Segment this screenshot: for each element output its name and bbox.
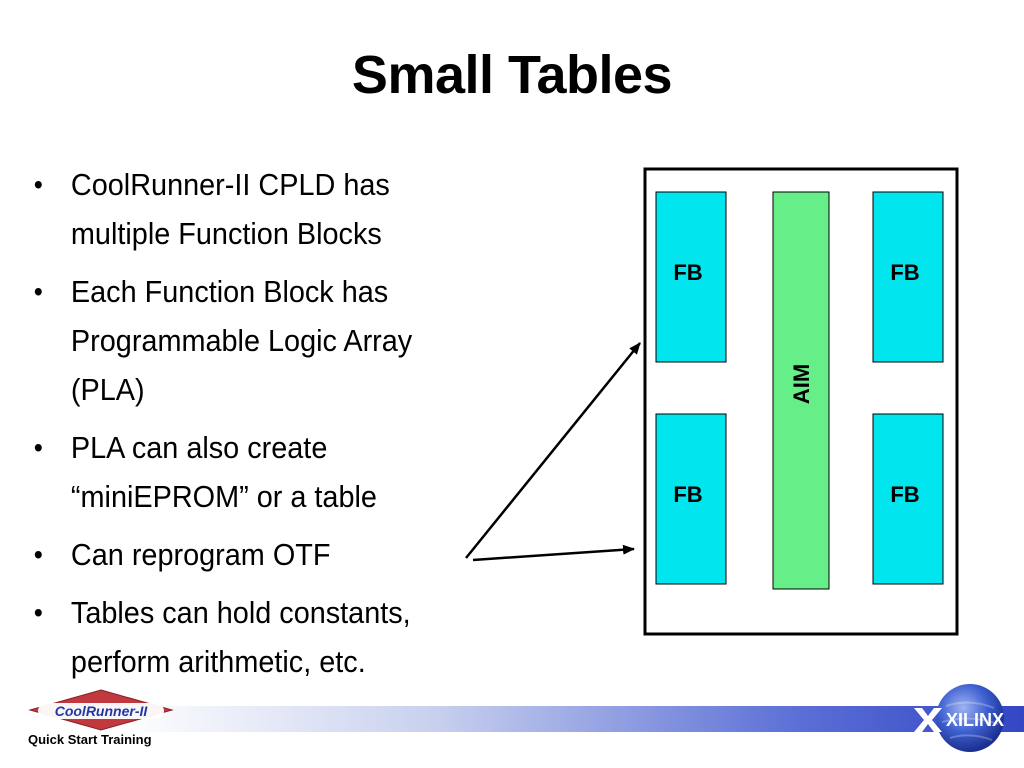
xilinx-mark-icon	[914, 708, 942, 732]
fb-label-top-right: FB	[890, 260, 919, 285]
bullet-item: • PLA can also create “miniEPROM” or a ta…	[30, 423, 467, 521]
bullet-text: PLA can also create “miniEPROM” or a tab…	[70, 430, 377, 514]
coolrunner-logo: CoolRunner-II	[28, 689, 174, 731]
bullet-text: Each Function Block has Programmable Log…	[70, 274, 413, 407]
fb-block-bottom-left	[655, 413, 727, 585]
bullet-dot: •	[33, 276, 43, 307]
bullet-text: Tables can hold constants, perform arith…	[70, 595, 411, 679]
bullet-dot: •	[33, 432, 43, 463]
xilinx-logo: XILINX	[914, 684, 1004, 752]
bullet-dot: •	[33, 169, 43, 200]
bullet-item: • Can reprogram OTF	[30, 530, 467, 579]
fb-label-top-left: FB	[673, 260, 702, 285]
coolrunner-logo-text: CoolRunner-II	[55, 703, 149, 719]
bullet-item: • CoolRunner-II CPLD has multiple Functio…	[30, 160, 467, 258]
xilinx-logo-text: XILINX	[946, 710, 1004, 730]
fb-label-bottom-right: FB	[890, 482, 919, 507]
footer-gradient-bar	[120, 706, 1024, 732]
bullet-item: • Tables can hold constants, perform arit…	[30, 588, 467, 686]
fb-block-top-left	[655, 191, 727, 363]
cpld-outline	[643, 167, 959, 636]
footer-course-label: Quick Start Training	[28, 732, 152, 747]
aim-block	[772, 191, 830, 590]
fb-label-bottom-left: FB	[673, 482, 702, 507]
aim-label: AIM	[789, 364, 814, 404]
bullet-text: Can reprogram OTF	[70, 537, 331, 572]
bullet-text: CoolRunner-II CPLD has multiple Function…	[70, 167, 390, 251]
fb-block-top-right	[872, 191, 944, 363]
fb-block-bottom-right	[872, 413, 944, 585]
page-title: Small Tables	[351, 45, 673, 105]
bullet-list: • CoolRunner-II CPLD has multiple Functio…	[30, 160, 500, 695]
bullet-dot: •	[33, 539, 43, 570]
bullet-dot: •	[33, 597, 43, 628]
bullet-item: • Each Function Block has Programmable Lo…	[30, 267, 467, 414]
globe-icon	[936, 684, 1004, 752]
